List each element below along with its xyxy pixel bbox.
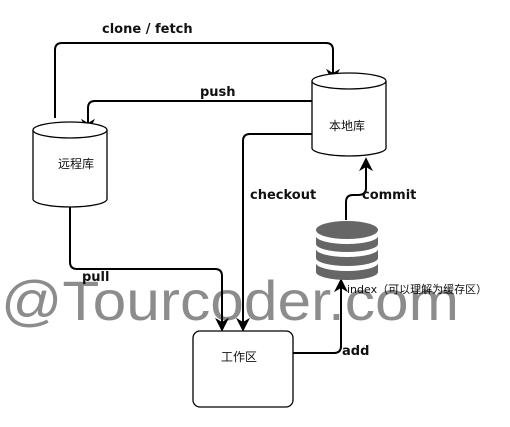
pull-arrow: [69, 206, 229, 332]
workspace-node: [192, 330, 294, 408]
local-repo-label: 本地库: [329, 118, 365, 133]
push-arrow: [81, 100, 312, 133]
index-label: index（可以理解为缓存区）: [347, 282, 487, 296]
workspace-label: 工作区: [221, 350, 257, 364]
local-repo-node: [311, 72, 387, 157]
database-icon: [316, 221, 378, 280]
commit-label: commit: [362, 188, 416, 203]
commit-arrow: [345, 157, 373, 220]
clone-fetch-label: clone / fetch: [102, 22, 193, 37]
checkout-label: checkout: [250, 188, 316, 203]
add-label: add: [342, 344, 369, 359]
clone-fetch-arrow: [54, 42, 340, 118]
watermark: @Tourcoder.com: [1, 269, 459, 332]
remote-repo-node: [32, 121, 108, 208]
checkout-arrow: [236, 133, 312, 332]
push-label: push: [200, 85, 236, 100]
add-arrow: [293, 278, 348, 354]
pull-label: pull: [82, 270, 109, 285]
remote-repo-label: 远程库: [58, 156, 94, 171]
